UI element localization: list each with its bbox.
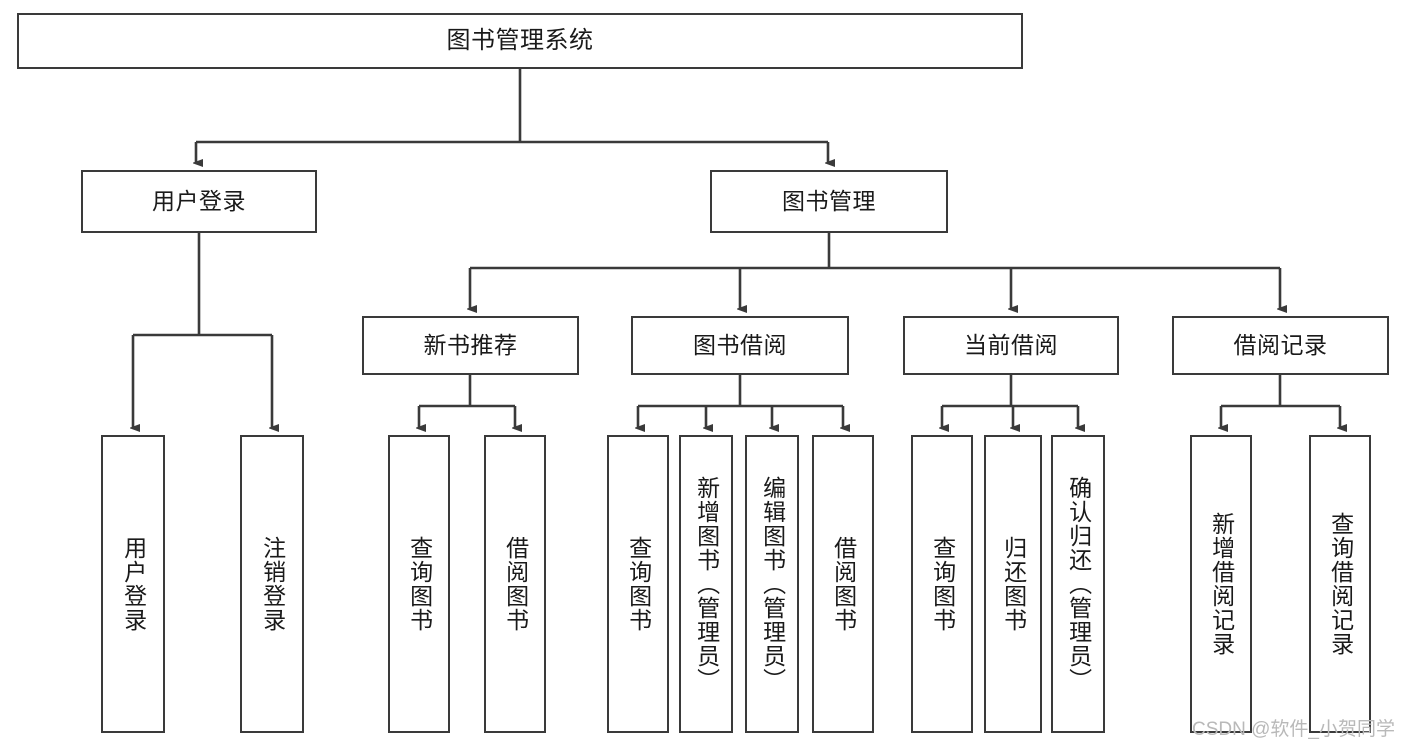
node-label: 查询图书 (929, 536, 956, 632)
node-label: 新书推荐 (423, 332, 518, 359)
node-label: 借阅记录 (1233, 332, 1328, 359)
node-label: 用户登录 (120, 536, 147, 632)
node-current-borrow[interactable]: 当前借阅 (903, 316, 1119, 375)
node-label: 归还图书 (1000, 536, 1027, 632)
node-label: 当前借阅 (964, 332, 1058, 359)
node-label: 借阅图书 (830, 536, 857, 632)
node-label: 图书管理系统 (446, 27, 594, 55)
node-leaf-add-book-admin[interactable]: 新增图书（管理员） (679, 435, 733, 733)
node-label: 新增借阅记录 (1208, 512, 1235, 656)
node-leaf-user-logout[interactable]: 注销登录 (240, 435, 304, 733)
node-label: 查询图书 (625, 536, 652, 632)
node-leaf-query-book-3[interactable]: 查询图书 (911, 435, 973, 733)
node-label: 图书管理 (782, 188, 876, 215)
node-root[interactable]: 图书管理系统 (17, 13, 1023, 69)
node-leaf-user-login[interactable]: 用户登录 (101, 435, 165, 733)
node-new-book-recommend[interactable]: 新书推荐 (362, 316, 579, 375)
node-leaf-confirm-return[interactable]: 确认归还（管理员） (1051, 435, 1105, 733)
node-book-borrow[interactable]: 图书借阅 (631, 316, 849, 375)
node-label: 查询图书 (406, 536, 433, 632)
node-leaf-query-book-2[interactable]: 查询图书 (607, 435, 669, 733)
node-leaf-add-borrow-record[interactable]: 新增借阅记录 (1190, 435, 1252, 733)
node-leaf-query-borrow-record[interactable]: 查询借阅记录 (1309, 435, 1371, 733)
node-label: 借阅图书 (502, 536, 529, 632)
node-borrow-record[interactable]: 借阅记录 (1172, 316, 1389, 375)
node-label: 编辑图书（管理员） (759, 476, 786, 692)
node-book-manage[interactable]: 图书管理 (710, 170, 948, 233)
node-leaf-edit-book-admin[interactable]: 编辑图书（管理员） (745, 435, 799, 733)
node-label: 确认归还（管理员） (1065, 476, 1092, 692)
node-leaf-return-book[interactable]: 归还图书 (984, 435, 1042, 733)
node-leaf-borrow-book-2[interactable]: 借阅图书 (812, 435, 874, 733)
node-label: 查询借阅记录 (1327, 512, 1354, 656)
node-label: 新增图书（管理员） (693, 476, 720, 692)
node-label: 用户登录 (152, 188, 246, 215)
node-leaf-query-book-1[interactable]: 查询图书 (388, 435, 450, 733)
node-label: 注销登录 (259, 536, 286, 632)
node-user-login[interactable]: 用户登录 (81, 170, 317, 233)
node-leaf-borrow-book-1[interactable]: 借阅图书 (484, 435, 546, 733)
watermark-text: CSDN @软件_小贺同学 (1192, 719, 1395, 740)
node-label: 图书借阅 (693, 332, 787, 359)
